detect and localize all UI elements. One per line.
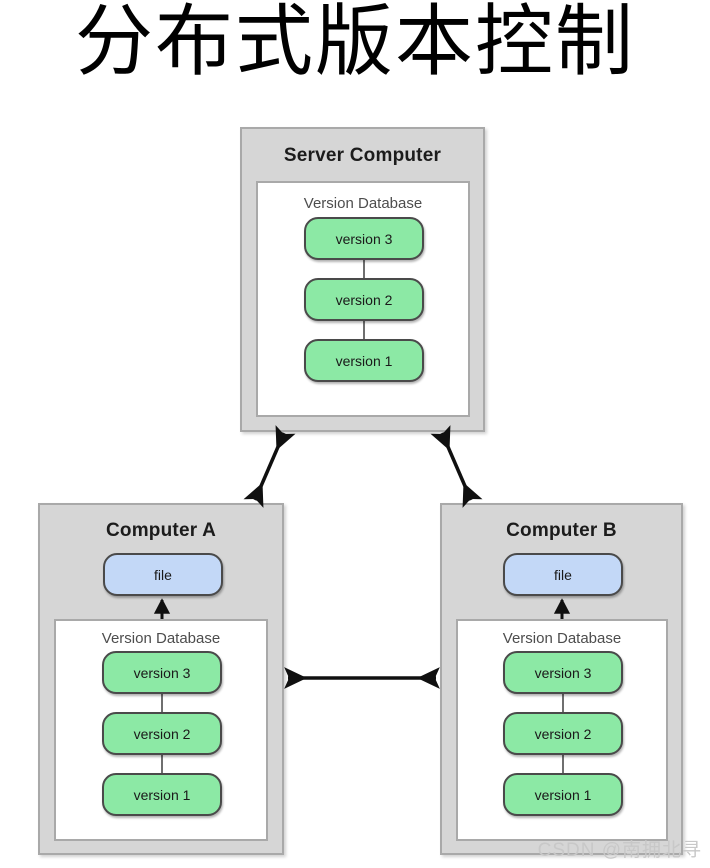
computer-b-version-database-box: Version Database version 3 version 2 ver… bbox=[456, 619, 668, 841]
computer-a-version-pill-3[interactable]: version 3 bbox=[102, 651, 222, 694]
computer-a-version-pill-2[interactable]: version 2 bbox=[102, 712, 222, 755]
server-version-pill-3[interactable]: version 3 bbox=[304, 217, 424, 260]
server-version-database-title: Version Database bbox=[303, 195, 423, 212]
computer-a-title: Computer A bbox=[105, 520, 217, 541]
computer-b-version-database-title: Version Database bbox=[502, 630, 622, 647]
computer-b-file-pill[interactable]: file bbox=[503, 553, 623, 596]
computer-a-connector-3-2 bbox=[161, 693, 163, 715]
arrow-server-to-computer-b bbox=[430, 425, 483, 508]
computer-b-connector-2-1 bbox=[562, 754, 564, 776]
computer-a-version-database-title: Version Database bbox=[101, 630, 221, 647]
computer-a-connector-2-1 bbox=[161, 754, 163, 776]
server-version-database-box: Version Database version 3 version 2 ver… bbox=[256, 181, 470, 417]
page-title: 分布式版本控制 bbox=[74, 0, 635, 85]
arrow-server-to-computer-a bbox=[243, 425, 296, 508]
csdn-watermark: CSDN @南拥北寻 bbox=[537, 840, 702, 861]
server-computer-box: Server Computer Version Database version… bbox=[240, 127, 485, 432]
server-computer-title: Server Computer bbox=[283, 145, 442, 166]
computer-b-version-pill-2[interactable]: version 2 bbox=[503, 712, 623, 755]
computer-b-connector-3-2 bbox=[562, 693, 564, 715]
computer-a-version-pill-1[interactable]: version 1 bbox=[102, 773, 222, 816]
computer-a-file-pill[interactable]: file bbox=[103, 553, 223, 596]
computer-b-title: Computer B bbox=[506, 520, 617, 541]
server-version-pill-2[interactable]: version 2 bbox=[304, 278, 424, 321]
computer-a-version-database-box: Version Database version 3 version 2 ver… bbox=[54, 619, 268, 841]
server-version-pill-1[interactable]: version 1 bbox=[304, 339, 424, 382]
computer-b-box: Computer B file Version Database version… bbox=[440, 503, 683, 855]
computer-b-version-pill-1[interactable]: version 1 bbox=[503, 773, 623, 816]
computer-b-version-pill-3[interactable]: version 3 bbox=[503, 651, 623, 694]
server-connector-2-1 bbox=[363, 320, 365, 342]
server-connector-3-2 bbox=[363, 259, 365, 281]
computer-a-box: Computer A file Version Database version… bbox=[38, 503, 284, 855]
